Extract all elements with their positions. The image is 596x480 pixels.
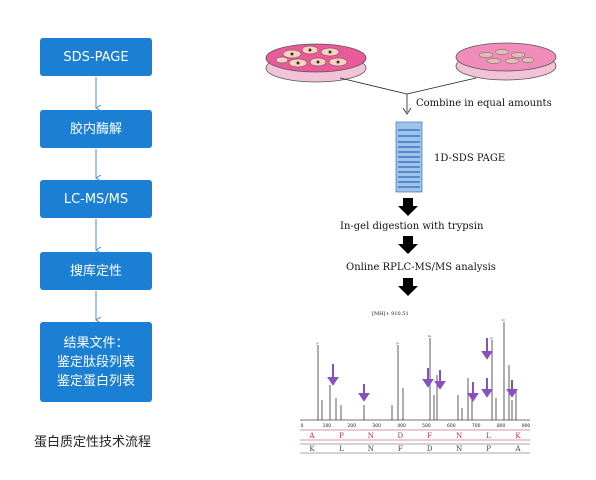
combine-label: Combine in equal amounts — [416, 98, 552, 109]
cell-culture-dish-right — [455, 42, 557, 81]
top-sequence-residue: F — [427, 432, 432, 440]
digestion-label: In-gel digestion with trypsin — [340, 221, 484, 232]
top-sequence-residue: A — [308, 432, 315, 440]
bottom-sequence-residue: P — [486, 445, 491, 453]
step-label: LC-MS/MS — [63, 191, 129, 207]
ms-spectrum: y₇ y₅ b₆ y₃ b₇ 0 100 200 300 400 500 600 700 800… — [300, 318, 531, 454]
step-label: 搜库定性 — [69, 263, 122, 279]
bottom-sequence-residue: N — [368, 445, 374, 453]
spectrum-x-tick: 800 — [497, 423, 506, 429]
spectrum-x-tick: 700 — [472, 423, 481, 429]
spectrum-header: [MH]+ 910.51 — [372, 311, 409, 317]
step-in-gel-digestion: 胶内酶解 — [40, 110, 152, 148]
figure-caption: 蛋白质定性技术流程 — [34, 435, 152, 450]
svg-text:b₇: b₇ — [502, 318, 506, 322]
spectrum-x-tick: 900 — [522, 423, 531, 429]
combine-arrow — [339, 77, 477, 115]
bottom-sequence-residue: A — [514, 445, 521, 453]
top-sequence-residue: D — [397, 432, 403, 440]
svg-text:y₅: y₅ — [396, 341, 400, 345]
step-label: SDS-PAGE — [63, 49, 129, 65]
bottom-sequence-residue: L — [339, 445, 344, 453]
top-sequence-residue: K — [515, 432, 521, 440]
top-sequence-residue: P — [339, 432, 344, 440]
spectrum-x-tick: 400 — [397, 423, 406, 429]
gel-label: 1D-SDS PAGE — [434, 153, 506, 164]
step-lc-ms-ms: LC-MS/MS — [40, 180, 152, 218]
step-result-files: 结果文件： 鉴定肽段列表 鉴定蛋白列表 — [40, 322, 152, 402]
step-label: 结果文件： 鉴定肽段列表 鉴定蛋白列表 — [56, 335, 135, 389]
bottom-sequence-residue: K — [309, 445, 315, 453]
process-arrows — [398, 198, 418, 296]
step-sds-page: SDS-PAGE — [40, 38, 152, 76]
spectrum-x-tick: 600 — [447, 423, 456, 429]
step-label: 胶内酶解 — [69, 121, 122, 137]
svg-text:b₆: b₆ — [428, 334, 432, 338]
spectrum-x-tick: 500 — [422, 423, 431, 429]
spectrum-x-tick: 100 — [323, 423, 332, 429]
svg-text:y₃: y₃ — [490, 336, 494, 340]
analysis-label: Online RPLC-MS/MS analysis — [346, 262, 496, 273]
step-database-search: 搜库定性 — [40, 252, 152, 290]
top-sequence-residue: L — [486, 432, 491, 440]
bottom-sequence-residue: N — [456, 445, 462, 453]
cell-culture-dish-left — [265, 43, 367, 83]
top-sequence-residue: N — [456, 432, 462, 440]
bottom-sequence-residue: F — [398, 445, 403, 453]
sds-gel-image — [395, 121, 423, 193]
svg-text:y₇: y₇ — [316, 341, 320, 345]
spectrum-x-tick: 0 — [301, 423, 304, 429]
bottom-sequence-residue: D — [427, 445, 433, 453]
spectrum-x-tick: 300 — [372, 423, 381, 429]
top-sequence-residue: N — [368, 432, 374, 440]
spectrum-x-tick: 200 — [347, 423, 356, 429]
